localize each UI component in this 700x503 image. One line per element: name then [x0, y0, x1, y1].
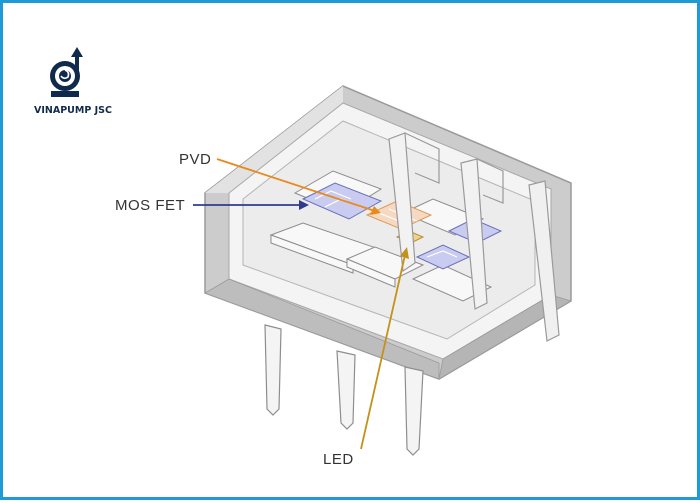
led-pointer [360, 247, 409, 450]
pump-logo-icon [50, 47, 83, 97]
lower-pins [264, 324, 424, 456]
pvd-pointer [216, 158, 381, 215]
pvd-label: PVD [179, 151, 211, 168]
brand-name: VINAPUMP JSC [34, 105, 112, 116]
upper-pins [388, 132, 560, 342]
mosfet-label: MOS FET [115, 197, 185, 214]
mosfet-pointer [193, 200, 309, 210]
photorelay-cutaway-diagram: VINAPUMP JSC [34, 47, 572, 468]
relay-housing [204, 85, 572, 380]
led-label: LED [323, 451, 354, 468]
